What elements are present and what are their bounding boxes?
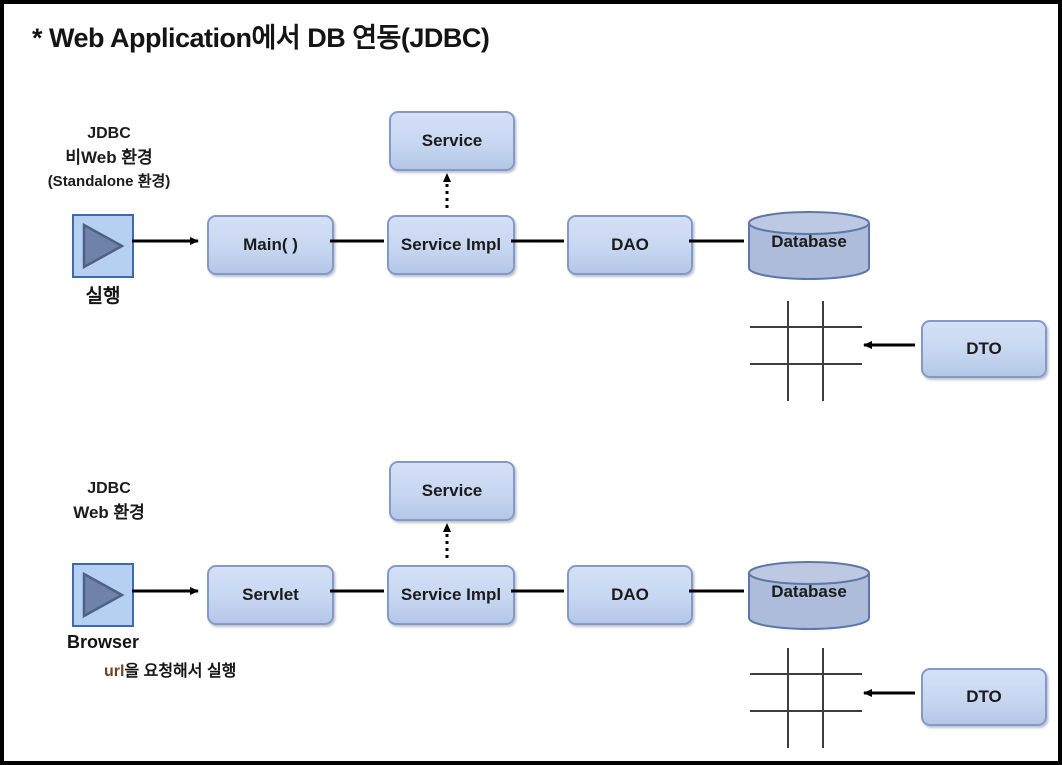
node-dto: DTO	[921, 668, 1047, 726]
node-service: Service	[389, 461, 515, 521]
node-label: DTO	[966, 687, 1002, 706]
node-label: Service	[421, 131, 483, 150]
node-label: Service	[421, 481, 483, 500]
node-service: Service	[389, 111, 515, 171]
caption-line: Web 환경	[73, 503, 145, 522]
database-cylinder-icon	[748, 561, 870, 630]
play-icon	[82, 571, 125, 619]
browser-subnote: url을 요청해서 실행	[104, 657, 236, 681]
node-dao: DAO	[567, 565, 693, 625]
browser-node	[72, 563, 134, 627]
node-servlet: Servlet	[207, 565, 334, 625]
node-main: Main( )	[207, 215, 334, 275]
node-label: Service Impl	[400, 235, 502, 254]
web-caption: JDBC Web 환경	[24, 477, 194, 525]
node-service-impl: Service Impl	[387, 565, 515, 625]
connector-overlay	[132, 173, 915, 748]
node-label: DAO	[611, 585, 649, 604]
node-label: Main( )	[243, 235, 298, 254]
page-title: * Web Application에서 DB 연동(JDBC)	[32, 23, 490, 53]
node-label: Database	[771, 232, 847, 251]
node-dto: DTO	[921, 320, 1047, 378]
play-icon	[82, 222, 125, 270]
node-dao: DAO	[567, 215, 693, 275]
browser-label: Browser	[66, 632, 140, 652]
standalone-caption: JDBC 비Web 환경 (Standalone 환경)	[24, 122, 194, 194]
node-label: Database	[771, 582, 847, 601]
caption-line: (Standalone 환경)	[47, 173, 171, 190]
node-database: Database	[746, 560, 872, 632]
node-service-impl: Service Impl	[387, 215, 515, 275]
run-label: 실행	[85, 286, 121, 307]
node-label: DTO	[966, 339, 1002, 358]
table-grid-icon	[750, 301, 862, 401]
url-text: url	[104, 663, 125, 680]
table-grid-icon	[750, 648, 862, 748]
caption-line: JDBC	[87, 480, 131, 497]
node-label: Service Impl	[400, 585, 502, 604]
node-label: Servlet	[242, 585, 299, 604]
database-cylinder-icon	[748, 211, 870, 280]
note-text: 을 요청해서 실행	[124, 663, 237, 680]
node-label: DAO	[611, 235, 649, 254]
caption-line: 비Web 환경	[65, 148, 153, 167]
node-database: Database	[746, 210, 872, 282]
run-program-node	[72, 214, 134, 278]
caption-line: JDBC	[87, 125, 131, 142]
